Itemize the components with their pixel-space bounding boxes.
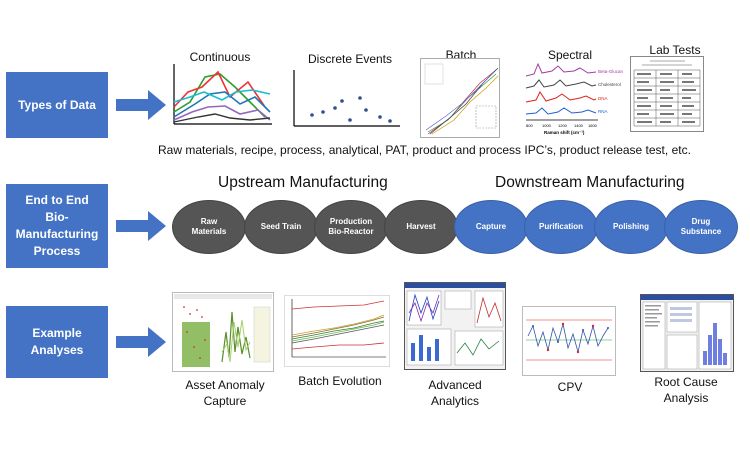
process-step-seed-train: Seed Train: [244, 200, 318, 254]
downstream-title: Downstream Manufacturing: [495, 174, 685, 191]
type-label-lab-tests: Lab Tests: [649, 43, 701, 57]
spectral-tick: 1000: [542, 123, 552, 128]
type-label-continuous: Continuous: [189, 50, 251, 64]
row-box-types-of-data: Types of Data: [6, 72, 108, 138]
spectral-series-label: Cholesterol: [598, 82, 621, 87]
process-step-polishing: Polishing: [594, 200, 668, 254]
spectral-tick: 1600: [588, 123, 598, 128]
process-step-purification: Purification: [524, 200, 598, 254]
spectral-chart-icon: Beta-Glucan Cholesterol DNA RNA 800 1000…: [525, 62, 624, 135]
advanced-analytics-screenshot-icon: [404, 282, 506, 370]
process-step-capture: Capture: [454, 200, 528, 254]
asset-anomaly-screenshot-icon: [172, 292, 274, 372]
type-label-discrete-events: Discrete Events: [307, 52, 393, 66]
discrete-events-chart-icon: [293, 70, 400, 127]
arrow-right-icon: [116, 327, 166, 357]
upstream-title: Upstream Manufacturing: [218, 174, 388, 191]
analysis-label-advanced-analytics: Advanced Analytics: [428, 378, 482, 408]
batch-chart-icon: [420, 58, 500, 138]
analysis-label-asset-anomaly-capture: Asset Anomaly Capture: [185, 378, 265, 408]
analysis-label-batch-evolution: Batch Evolution: [298, 374, 382, 388]
type-label-spectral: Spectral: [547, 48, 593, 62]
batch-evolution-chart-icon: [284, 295, 390, 367]
spectral-tick: 800: [526, 123, 533, 128]
process-step-raw-materials: Raw Materials: [172, 200, 246, 254]
spectral-series-label: Beta-Glucan: [598, 69, 624, 74]
arrow-right-icon: [116, 211, 166, 241]
analysis-label-cpv: CPV: [557, 380, 583, 394]
process-step-drug-substance: Drug Substance: [664, 200, 738, 254]
data-types-caption: Raw materials, recipe, process, analytic…: [158, 143, 691, 157]
cpv-control-chart-icon: [522, 306, 616, 376]
spectral-tick: 1200: [558, 123, 568, 128]
process-step-production-bio-reactor: Production Bio-Reactor: [314, 200, 388, 254]
analysis-label-root-cause-analysis: Root Cause Analysis: [654, 375, 718, 405]
lab-test-document-icon: [630, 56, 704, 132]
spectral-tick: 1400: [574, 123, 584, 128]
row-box-bio-manufacturing-process: End to End Bio- Manufacturing Process: [6, 184, 108, 268]
process-step-harvest: Harvest: [384, 200, 458, 254]
spectral-series-label: DNA: [598, 96, 608, 101]
spectral-series-label: RNA: [598, 109, 608, 114]
spectral-axis-label: Raman shift (cm⁻¹): [544, 130, 585, 135]
continuous-chart-icon: [173, 64, 272, 125]
arrow-right-icon: [116, 90, 166, 120]
root-cause-screenshot-icon: [640, 294, 734, 372]
row-box-example-analyses: Example Analyses: [6, 306, 108, 378]
